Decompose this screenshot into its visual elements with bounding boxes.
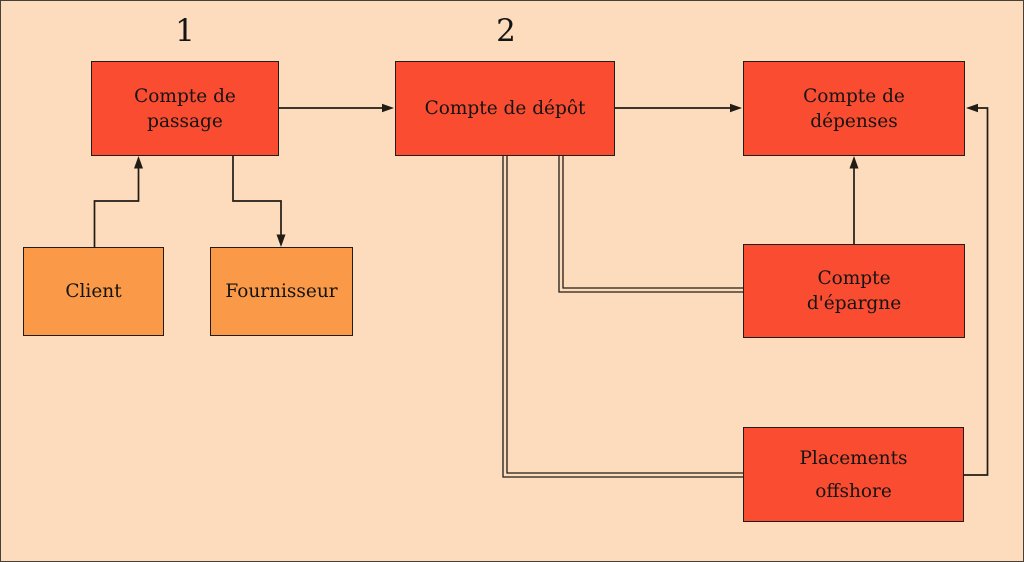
node-placements-offshore: Placements offshore [743, 427, 964, 522]
node-compte-d-epargne: Compte d'épargne [743, 244, 965, 338]
step-label-1: 1 [175, 13, 195, 49]
double-line-depot-epargne [558, 156, 743, 293]
node-compte-de-depot: Compte de dépôt [395, 61, 615, 156]
node-label-line: Compte de [803, 85, 905, 107]
node-label-line: dépenses [810, 110, 898, 132]
node-label-line: d'épargne [806, 293, 902, 314]
node-label-line: Compte de dépôt [424, 98, 586, 119]
node-label-line: Client [65, 281, 122, 302]
node-label-line: passage [147, 110, 223, 132]
double-line-depot-offshore [502, 156, 743, 478]
arrow-passage-to-fournisseur [232, 156, 286, 247]
node-fournisseur: Fournisseur [210, 247, 353, 336]
node-label-line: offshore [815, 480, 892, 502]
arrow-passage-to-depot [279, 103, 394, 113]
node-label-line: Compte [817, 268, 891, 289]
step-label-2: 2 [496, 13, 516, 49]
arrow-depot-to-depenses [615, 103, 742, 113]
node-compte-de-depenses: Compte de dépenses [743, 61, 965, 156]
arrow-offshore-to-depenses [964, 103, 989, 476]
node-compte-de-passage: Compte de passage [91, 61, 279, 156]
node-label-line: Fournisseur [225, 281, 338, 302]
arrow-epargne-to-depenses [849, 156, 859, 244]
node-label-line: Placements [799, 447, 908, 469]
node-client: Client [23, 247, 164, 336]
node-label-line: Compte de [134, 85, 236, 107]
arrow-client-to-passage [93, 156, 143, 247]
